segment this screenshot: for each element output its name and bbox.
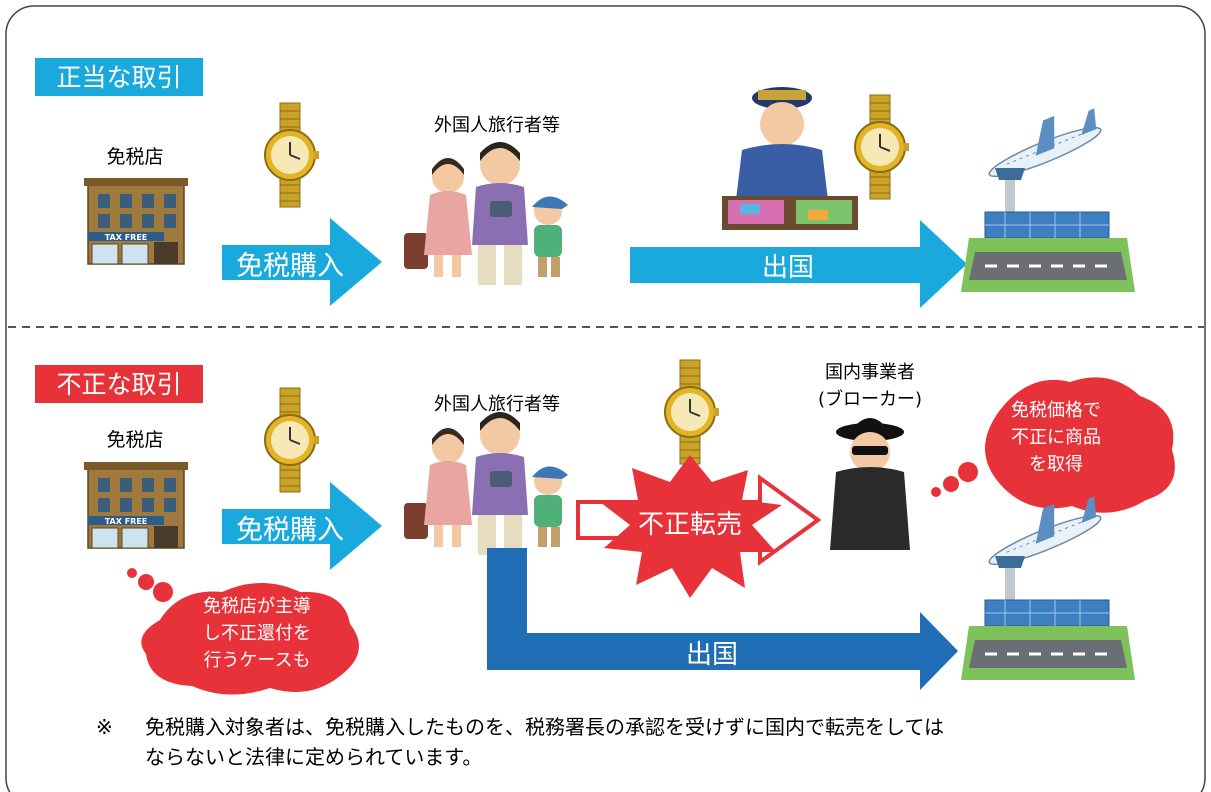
legit-travelers-label: 外国人旅行者等 (434, 115, 560, 136)
fraud-purchase-label: 免税購入 (236, 515, 344, 546)
legit-purchase-arrow (222, 218, 382, 306)
outer-frame (5, 5, 1206, 792)
travelers-icon (404, 142, 568, 285)
fraud-departure-label: 出国 (686, 640, 738, 670)
fraud-title: 不正な取引 (56, 370, 181, 399)
legit-departure-arrow (630, 220, 967, 308)
airport-icon (959, 99, 1137, 294)
resale-label: 不正転売 (638, 510, 742, 540)
fraud-shop-label: 免税店 (106, 429, 163, 451)
shop-bubble-line1: 免税店が主導 (203, 596, 311, 617)
travelers-icon-fraud (404, 412, 568, 555)
broker-bubble-line3: を取得 (1029, 454, 1083, 475)
shop-thought-bubble (127, 568, 359, 695)
legit-departure-label: 出国 (762, 253, 814, 283)
watch-icon-resale (664, 359, 720, 465)
broker-thought-bubble (931, 377, 1175, 513)
watch-icon-customs (854, 94, 910, 200)
tax-free-shop-icon (83, 177, 189, 265)
broker-bubble-line2: 不正に商品 (1011, 427, 1101, 448)
footnote-mark: ※ (96, 715, 113, 739)
shop-bubble-line2: し不正還付を (203, 623, 311, 644)
resale-burst (600, 455, 782, 598)
customs-officer-icon (722, 87, 858, 230)
broker-label-line1: 国内事業者 (825, 362, 915, 383)
watch-icon-fraud (264, 387, 320, 493)
airport-icon-fraud (959, 487, 1137, 682)
footnote-line2: ならないと法律に定められています。 (145, 745, 482, 769)
legit-title-box (35, 58, 203, 96)
legit-title: 正当な取引 (56, 63, 181, 92)
legit-purchase-label: 免税購入 (236, 251, 344, 282)
fraud-departure-arrow (487, 548, 958, 690)
tax-free-shop-icon-fraud (83, 461, 189, 549)
fraud-purchase-arrow (222, 482, 382, 570)
shop-bubble-line3: 行うケースも (203, 650, 310, 671)
broker-icon (830, 418, 910, 550)
broker-bubble-line1: 免税価格で (1011, 400, 1101, 421)
legit-shop-label: 免税店 (106, 146, 163, 168)
fraud-title-box (35, 365, 203, 403)
watch-icon (264, 102, 320, 208)
fraud-travelers-label: 外国人旅行者等 (434, 394, 560, 415)
footnote-line1: 免税購入対象者は、免税購入したものを、税務署長の承認を受けずに国内で転売をしては (145, 715, 944, 739)
broker-label-line2: (ブローカー) (818, 388, 922, 410)
